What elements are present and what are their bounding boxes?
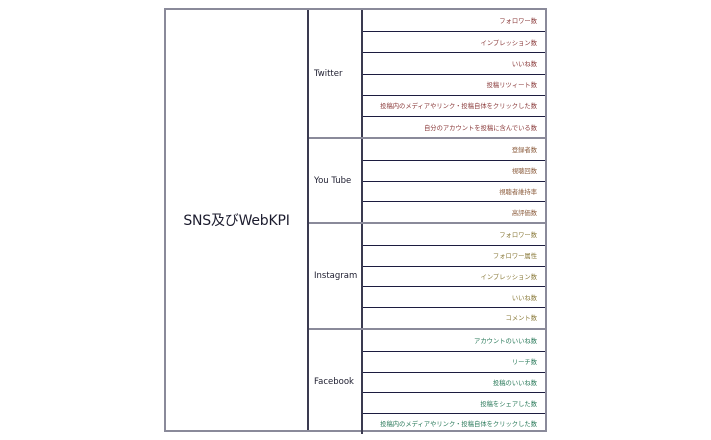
platform-group-facebook: Facebook アカウントのいいね数リーチ数投稿のいいね数投稿をシェアした数投稿…	[309, 327, 545, 434]
kpi-item: 自分のアカウントを投稿に含んでいる数	[363, 115, 545, 137]
kpi-list: フォロワー数フォロワー属性インプレッション数いいね数コメント数	[363, 224, 545, 328]
platform-name: Instagram	[309, 223, 363, 328]
platform-group-twitter: Twitter フォロワー数インプレッション数いいね数投稿リツィート数投稿内のメデ…	[309, 10, 545, 138]
kpi-list: 登録者数視聴回数視聴者維持率高評価数	[363, 139, 545, 222]
platform-name: You Tube	[309, 139, 363, 222]
platform-name: Facebook	[309, 329, 363, 434]
kpi-item: リーチ数	[363, 350, 545, 372]
platform-label: Instagram	[314, 270, 358, 281]
kpi-item: 投稿内のメディアやリンク・投稿自体をクリックした数	[363, 413, 545, 434]
kpi-item: 高評価数	[363, 201, 545, 222]
kpi-item: フォロワー属性	[363, 244, 545, 266]
kpi-item: 投稿内のメディアやリンク・投稿自体をクリックした数	[363, 94, 545, 116]
kpi-item: いいね数	[363, 52, 545, 73]
kpi-item: 視聴者維持率	[363, 180, 545, 202]
kpi-item: インプレッション数	[363, 265, 545, 287]
kpi-item: インプレッション数	[363, 31, 545, 52]
kpi-item: 投稿をシェアした数	[363, 392, 545, 413]
kpi-item: コメント数	[363, 307, 545, 328]
kpi-item: 登録者数	[511, 146, 537, 154]
kpi-item: フォロワー数	[499, 231, 537, 239]
platform-label: Facebook	[314, 376, 354, 387]
kpi-list: フォロワー数インプレッション数いいね数投稿リツィート数投稿内のメディアやリンク・…	[363, 10, 545, 137]
kpi-item: 視聴回数	[363, 159, 545, 181]
platform-group-youtube: You Tube 登録者数視聴回数視聴者維持率高評価数	[309, 137, 545, 222]
kpi-item: 投稿リツィート数	[363, 73, 545, 95]
platform-label: Twitter	[314, 68, 343, 79]
platform-label: You Tube	[314, 175, 352, 186]
root-label: SNS及びWebKPI	[183, 213, 290, 229]
kpi-list: アカウントのいいね数リーチ数投稿のいいね数投稿をシェアした数投稿内のメディアやリ…	[363, 330, 545, 434]
kpi-item: いいね数	[363, 286, 545, 307]
kpi-item: フォロワー数	[499, 18, 537, 26]
platform-group-instagram: Instagram フォロワー数フォロワー属性インプレッション数いいね数コメント数	[309, 221, 545, 328]
kpi-item: 投稿のいいね数	[363, 371, 545, 393]
platform-name: Twitter	[309, 10, 363, 138]
root-node: SNS及びWebKPI	[166, 10, 309, 430]
kpi-item: アカウントのいいね数	[474, 337, 537, 345]
